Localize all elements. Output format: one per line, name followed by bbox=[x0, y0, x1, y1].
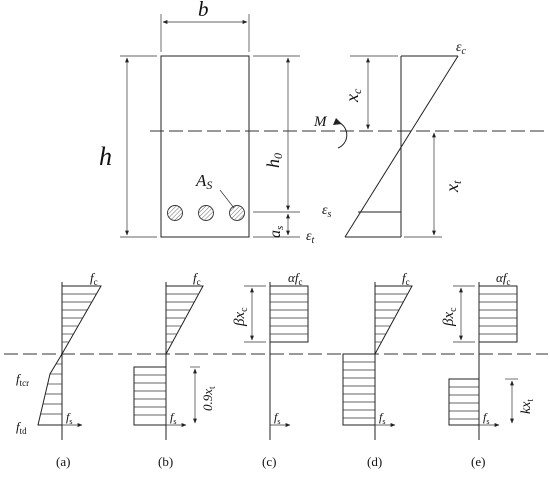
panel-e-compression-hatch bbox=[479, 293, 517, 335]
section-rectangle bbox=[160, 55, 250, 238]
panel-c-steel-label: fs bbox=[274, 410, 280, 426]
panel-a-compression-block bbox=[61, 285, 102, 356]
panel-e-top-label: αfc bbox=[496, 270, 510, 287]
panel-b-top-label: fc bbox=[193, 270, 201, 287]
cross-section: b h AS h0 as bbox=[99, 0, 300, 238]
panel-d-compression-block bbox=[374, 285, 413, 355]
panel-a-bottom-label: ftd bbox=[16, 419, 27, 436]
panel-e-steel-label: fs bbox=[483, 410, 489, 426]
panel-e-tension-block bbox=[448, 378, 480, 426]
rebar-left bbox=[167, 205, 183, 221]
tension-strain-label: εt bbox=[306, 229, 315, 246]
panel-a-compression-hatch bbox=[62, 293, 96, 343]
panel-c-compression-block bbox=[269, 285, 309, 343]
panel-d-steel-label: fs bbox=[379, 410, 385, 426]
panel-e-caption: (e) bbox=[471, 454, 485, 469]
panel-e-compression-block bbox=[478, 285, 518, 343]
panel-c-depth-label: βxc bbox=[232, 307, 250, 327]
moment-symbol: M bbox=[313, 114, 348, 149]
stress-panel-c: αfc βxc fs (c) bbox=[232, 270, 309, 469]
h0-label: h0 bbox=[263, 153, 285, 168]
panel-b-depth-label: 0.9xt bbox=[200, 386, 217, 411]
panel-d-caption: (d) bbox=[367, 454, 382, 469]
steel-area-label: AS bbox=[195, 171, 212, 192]
panel-e-depth-label: βxc bbox=[441, 307, 459, 327]
strain-diagram: εc εs εt xc xt bbox=[306, 40, 467, 246]
panel-c-compression-hatch bbox=[270, 293, 308, 335]
moment-arc bbox=[337, 121, 348, 149]
panel-a-steel-label: fs bbox=[66, 410, 72, 426]
panel-b-steel-label: fs bbox=[170, 410, 176, 426]
panel-b-caption: (b) bbox=[158, 454, 173, 469]
panel-e-bottom-depth-label: kxt bbox=[519, 399, 535, 414]
panel-e-tension-hatch bbox=[449, 386, 479, 420]
steel-area-leader bbox=[219, 189, 235, 209]
xc-label: xc bbox=[342, 88, 364, 103]
width-label: b bbox=[198, 0, 209, 21]
rebar-middle bbox=[198, 205, 214, 221]
panel-c-top-label: αfc bbox=[288, 270, 302, 287]
stress-panel-a: fc ftcr ftd fs (a) bbox=[16, 270, 102, 469]
panel-d-top-label: fc bbox=[402, 270, 410, 287]
panel-b-tension-block bbox=[133, 366, 167, 426]
height-label: h bbox=[99, 142, 112, 171]
panel-a-top-label: fc bbox=[90, 270, 98, 287]
stress-panel-b: fc 0.9xt fs (b) bbox=[133, 270, 217, 469]
panel-d-tension-block bbox=[342, 353, 376, 426]
compression-strain-label: εc bbox=[456, 40, 467, 57]
panel-b-tension-hatch bbox=[134, 374, 166, 416]
strain-distribution-line bbox=[344, 55, 459, 238]
panel-d-tension-hatch bbox=[343, 361, 375, 419]
moment-arrowhead bbox=[333, 118, 342, 125]
moment-label: M bbox=[313, 114, 328, 130]
steel-strain-label: εs bbox=[322, 203, 332, 220]
panel-a-caption: (a) bbox=[56, 454, 70, 469]
stress-panel-d: fc fs (d) bbox=[342, 270, 413, 469]
panel-a-tension-hatch bbox=[41, 363, 62, 415]
panel-c-caption: (c) bbox=[262, 454, 276, 469]
panel-a-cracking-label: ftcr bbox=[16, 371, 29, 388]
xt-label: xt bbox=[442, 180, 464, 193]
panel-a-tension-block bbox=[37, 352, 63, 426]
rebar-right bbox=[229, 205, 245, 221]
panel-b-compression-block bbox=[165, 285, 204, 355]
panel-b-compression-hatch bbox=[166, 293, 199, 343]
as-label: as bbox=[267, 226, 286, 238]
stress-panel-e: αfc βxc kxt fs (e) bbox=[441, 270, 535, 469]
panel-d-compression-hatch bbox=[375, 293, 408, 343]
